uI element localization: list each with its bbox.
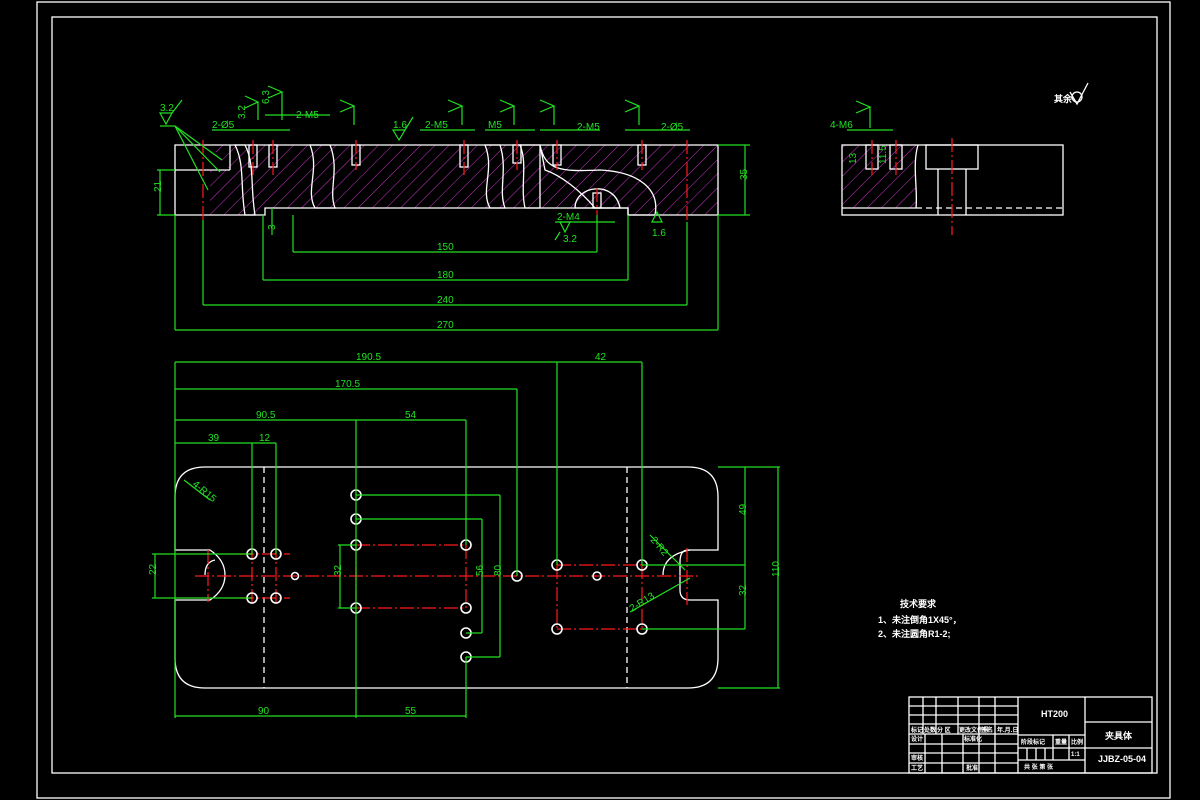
radius-label: 4-R15 (190, 479, 218, 505)
svg-text:11.5: 11.5 (878, 145, 889, 164)
callout-label: 2-M5 (296, 110, 319, 121)
svg-text:3.2: 3.2 (563, 234, 577, 245)
dim-39: 39 (208, 433, 220, 444)
roughness-symbols (158, 85, 872, 241)
svg-text:其余: 其余 (1054, 93, 1073, 104)
top-view: 190.5 42 170.5 90.5 54 39 12 22 32 56 80… (148, 352, 782, 718)
callout-label: 2-Ø5 (661, 122, 684, 133)
svg-text:标准化: 标准化 (963, 735, 982, 743)
svg-text:13: 13 (848, 152, 859, 164)
radius-label: 2-R2 (648, 535, 671, 559)
material-label: HT200 (1041, 709, 1068, 719)
svg-text:6.3: 6.3 (261, 90, 272, 104)
part-name: 夹具体 (1105, 730, 1133, 741)
dim-240: 240 (437, 295, 454, 306)
svg-text:21: 21 (153, 180, 164, 192)
svg-text:签名: 签名 (980, 726, 993, 734)
dim-90-5: 90.5 (256, 410, 276, 421)
dim-80: 80 (493, 564, 504, 576)
front-outline (174, 144, 719, 216)
svg-text:阶段标记: 阶段标记 (1021, 738, 1045, 746)
tech-req-item: 2、未注圆角R1-2; (878, 628, 951, 639)
title-block: 标记 处数 分 区 更改文件号 签名 年.月.日 设计 标准化 审核 工艺 批准… (908, 696, 1153, 774)
dim-22: 22 (148, 563, 159, 575)
dim-55: 55 (405, 706, 417, 717)
surface-finish-note: 其余 (1054, 82, 1089, 106)
svg-text:标记: 标记 (910, 726, 923, 734)
svg-text:1:1: 1:1 (1071, 752, 1080, 758)
dim-90: 90 (258, 706, 270, 717)
drawing-number: JJBZ-05-04 (1098, 754, 1146, 764)
roughness-label: 1.6 (393, 120, 407, 131)
svg-text:比例: 比例 (1071, 738, 1083, 746)
front-view: 3.2 3.2 6.3 1.6 3.2 1.6 2-Ø5 2-M5 2-M5 M… (153, 85, 893, 331)
callout-label: 2-M4 (557, 212, 580, 223)
dim-49: 49 (738, 503, 749, 515)
dim-56: 56 (475, 564, 486, 576)
svg-text:分 区: 分 区 (937, 726, 951, 734)
svg-text:更改文件号: 更改文件号 (959, 726, 989, 734)
plate-outline (174, 466, 719, 689)
svg-text:年.月.日: 年.月.日 (997, 726, 1018, 734)
callout-label: 2-Ø5 (212, 120, 235, 131)
svg-text:审核: 审核 (911, 754, 923, 762)
technical-requirements: 技术要求 1、未注倒角1X45°， 2、未注圆角R1-2; (878, 598, 962, 639)
svg-text:处数: 处数 (923, 726, 937, 734)
svg-text:重量: 重量 (1055, 738, 1067, 746)
dim-54: 54 (405, 410, 417, 421)
svg-text:设计: 设计 (911, 735, 923, 743)
dim-32a: 32 (333, 564, 344, 576)
dim-180: 180 (437, 270, 454, 281)
dim-110: 110 (771, 561, 782, 577)
svg-text:1.6: 1.6 (652, 228, 666, 239)
section-hatch (210, 145, 718, 215)
dim-32b: 32 (738, 584, 749, 596)
roughness-label: 3.2 (160, 103, 174, 114)
side-view: 4-M6 13 11.5 (830, 120, 1064, 235)
dim-190-5: 190.5 (356, 352, 381, 363)
outer-border (36, 1, 1171, 799)
machined-surface-icon (1071, 91, 1083, 103)
svg-text:35: 35 (739, 168, 750, 180)
dim-150: 150 (437, 242, 454, 253)
svg-text:共 张 第 张: 共 张 第 张 (1024, 763, 1054, 771)
svg-text:3.2: 3.2 (237, 105, 248, 119)
dim-270: 270 (437, 320, 454, 331)
callout-label: 2-M5 (577, 122, 600, 133)
dim-170-5: 170.5 (335, 379, 360, 390)
svg-text:批准: 批准 (966, 764, 978, 772)
tech-req-title: 技术要求 (900, 598, 937, 609)
dim-12: 12 (259, 433, 271, 444)
callout-label: M5 (488, 120, 502, 131)
callout-label: 2-M5 (425, 120, 448, 131)
svg-text:工艺: 工艺 (911, 764, 923, 772)
callout-label: 4-M6 (830, 120, 853, 131)
svg-text:3: 3 (267, 224, 278, 230)
dim-42: 42 (595, 352, 607, 363)
inner-border (51, 16, 1158, 774)
tech-req-item: 1、未注倒角1X45°， (878, 614, 962, 625)
